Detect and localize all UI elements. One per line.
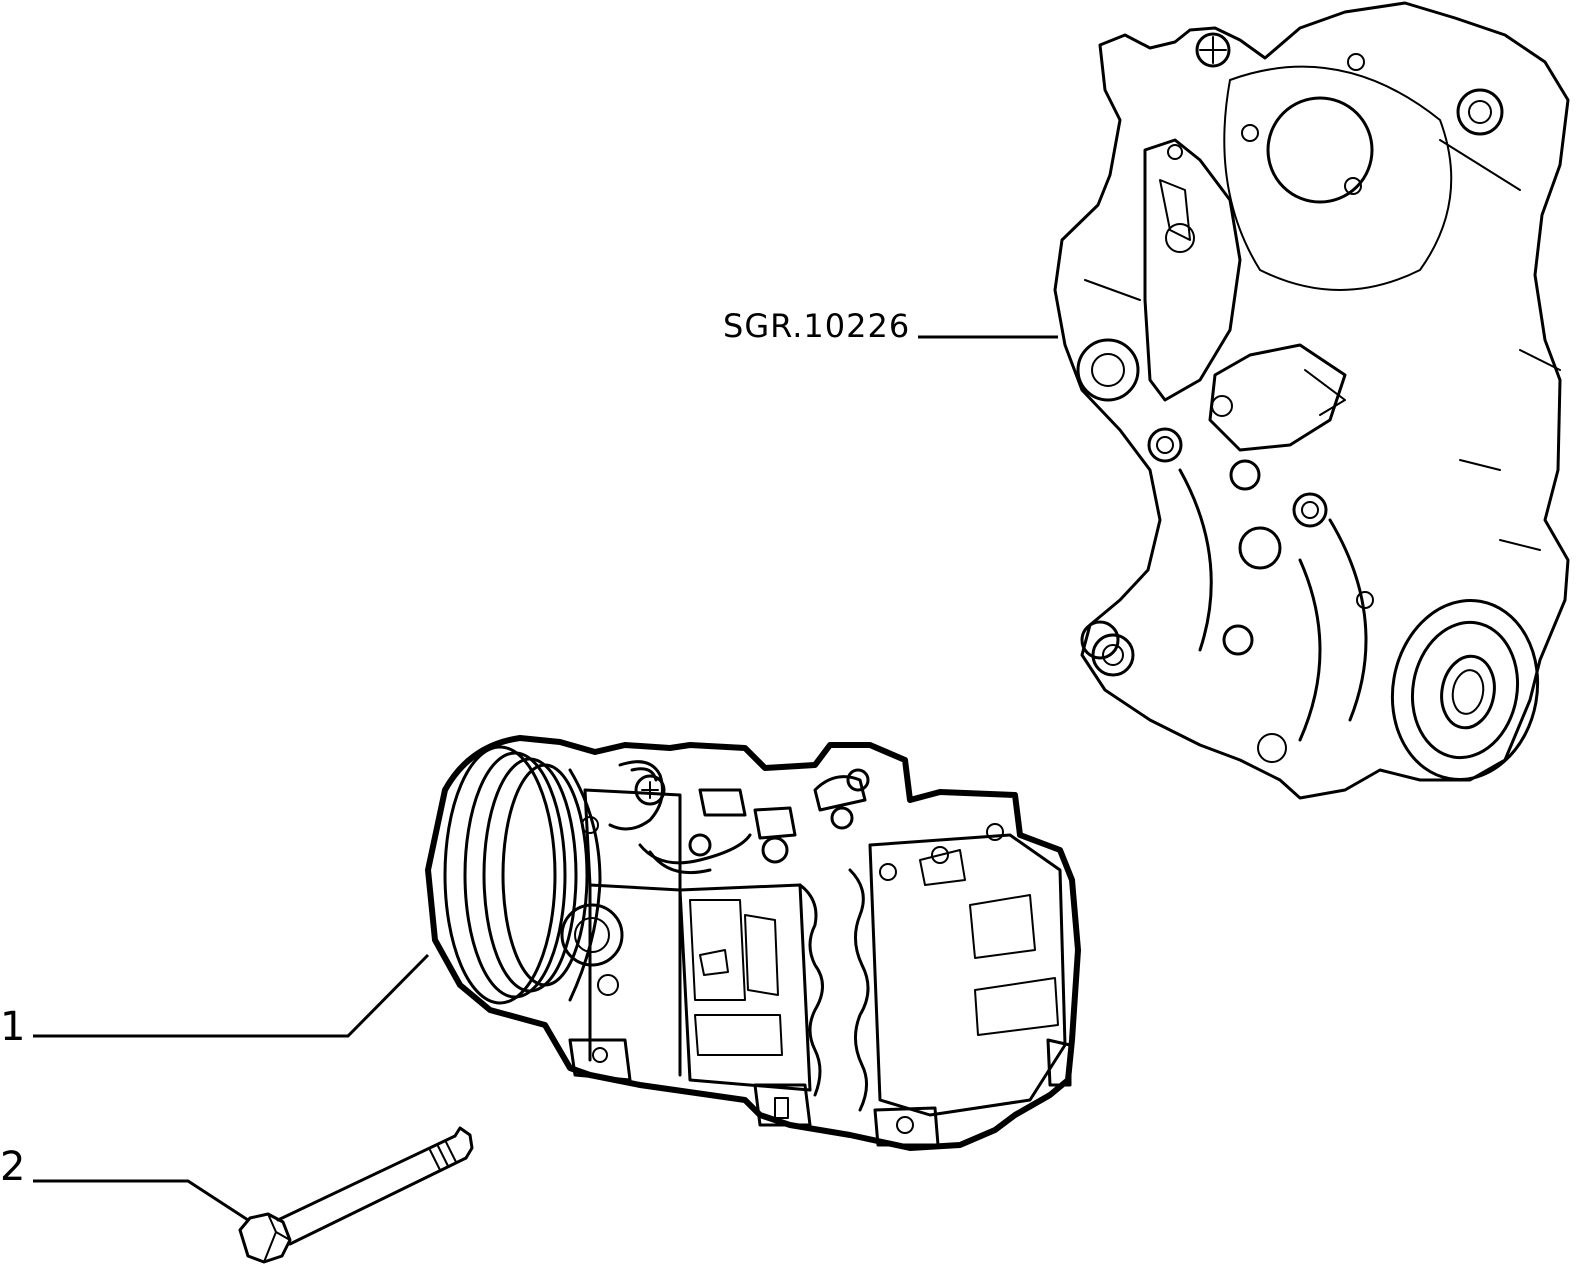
- bracket-drawing: [1053, 1, 1570, 800]
- compressor-drawing: [425, 735, 1081, 1151]
- callout-number-2: 2: [0, 1144, 25, 1190]
- reference-label: SGR.10226: [723, 307, 910, 345]
- leader-line-1: [33, 953, 430, 1038]
- callout-number-1: 1: [0, 1004, 25, 1050]
- bolt-drawing: [238, 1126, 474, 1264]
- leader-line-2: [33, 1179, 249, 1222]
